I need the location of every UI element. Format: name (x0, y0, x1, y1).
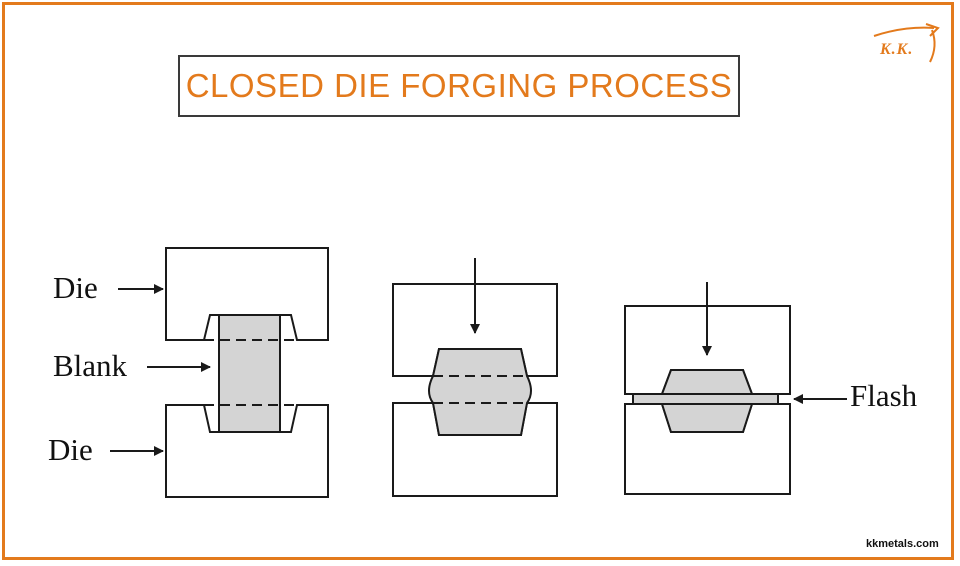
kk-logo-icon (873, 23, 940, 63)
deformed-workpiece (428, 348, 532, 436)
footer-url: kkmetals.com (866, 538, 939, 550)
logo-text: K.K. (880, 41, 914, 58)
blank-workpiece (218, 314, 281, 433)
page-title: CLOSED DIE FORGING PROCESS (185, 67, 733, 104)
stage-2-closing (392, 258, 558, 497)
flash (632, 393, 779, 405)
bottom-die (165, 404, 329, 498)
stage-1-open-dies (110, 247, 329, 498)
title-box: CLOSED DIE FORGING PROCESS (178, 55, 740, 117)
border-frame (2, 2, 954, 560)
die-bottom-label: Die (48, 432, 93, 467)
stage-3-closed (624, 282, 847, 495)
flash-label: Flash (850, 378, 918, 413)
blank-label: Blank (53, 348, 128, 383)
die-top-label: Die (53, 270, 98, 305)
top-die (165, 247, 329, 341)
